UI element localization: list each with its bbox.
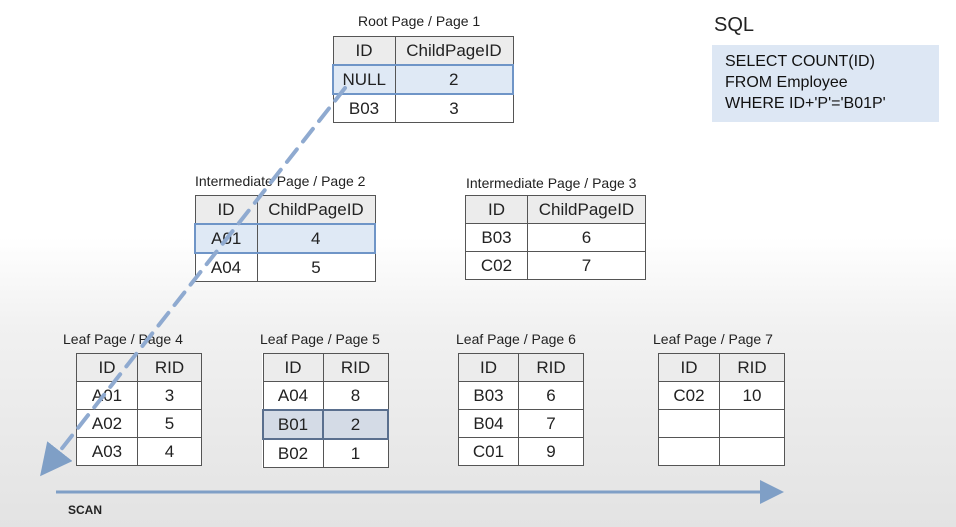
- table-row: A01 3: [76, 381, 202, 410]
- table-row: A03 4: [76, 437, 202, 466]
- table-row: C02 7: [465, 251, 646, 280]
- leaf-page-7-caption: Leaf Page / Page 7: [653, 331, 773, 347]
- table-cell: B03: [465, 223, 528, 252]
- table-cell: NULL: [332, 64, 396, 95]
- table-row: A04 8: [262, 381, 389, 411]
- sql-line: FROM Employee: [725, 74, 848, 91]
- leaf-page-6-caption: Leaf Page / Page 6: [456, 331, 576, 347]
- table-cell: C02: [658, 381, 720, 410]
- table-cell: B01: [262, 409, 324, 440]
- leaf-page-4-table: ID RID A01 3 A02 5 A03 4: [76, 353, 202, 466]
- table-header-row: ID ChildPageID: [332, 36, 514, 66]
- table-cell: [719, 409, 785, 438]
- table-cell: A01: [194, 223, 258, 254]
- table-cell: 4: [137, 437, 202, 466]
- table-cell: B04: [458, 409, 519, 438]
- table-row: C01 9: [458, 437, 584, 466]
- table-cell: A01: [76, 381, 138, 410]
- table-cell: B02: [262, 438, 324, 468]
- column-header: ID: [76, 353, 138, 382]
- table-cell: C02: [465, 251, 528, 280]
- column-header: ID: [458, 353, 519, 382]
- table-cell: B03: [332, 93, 396, 123]
- table-cell: [658, 437, 720, 466]
- table-cell: 8: [322, 381, 389, 411]
- table-cell: C01: [458, 437, 519, 466]
- column-header: ID: [194, 195, 258, 225]
- table-cell: 5: [256, 252, 376, 282]
- table-header-row: ID RID: [262, 353, 389, 382]
- column-header: ChildPageID: [527, 195, 646, 224]
- column-header: ID: [658, 353, 720, 382]
- table-cell: B03: [458, 381, 519, 410]
- table-cell: 2: [394, 64, 514, 95]
- column-header: RID: [719, 353, 785, 382]
- root-page-table: ID ChildPageID NULL 2 B03 3: [332, 36, 514, 123]
- table-row: A01 4: [194, 223, 376, 254]
- table-cell: 9: [518, 437, 584, 466]
- sql-line: WHERE ID+'P'='B01P': [725, 95, 886, 112]
- table-cell: 6: [527, 223, 646, 252]
- table-row: B04 7: [458, 409, 584, 438]
- column-header: ID: [262, 353, 324, 382]
- column-header: ID: [332, 36, 396, 66]
- table-cell: 6: [518, 381, 584, 410]
- table-row: B02 1: [262, 438, 389, 468]
- table-cell: 3: [137, 381, 202, 410]
- intermediate-page-2-table: ID ChildPageID A01 4 A04 5: [194, 195, 376, 282]
- table-header-row: ID ChildPageID: [194, 195, 376, 225]
- leaf-page-5-table: ID RID A04 8 B01 2 B02 1: [262, 353, 389, 468]
- leaf-page-5-caption: Leaf Page / Page 5: [260, 331, 380, 347]
- table-cell: 5: [137, 409, 202, 438]
- table-cell: 4: [256, 223, 376, 254]
- table-row: B03 6: [458, 381, 584, 410]
- column-header: RID: [137, 353, 202, 382]
- table-row: [658, 409, 785, 438]
- table-cell: 10: [719, 381, 785, 410]
- column-header: ChildPageID: [394, 36, 514, 66]
- column-header: RID: [518, 353, 584, 382]
- table-header-row: ID RID: [658, 353, 785, 382]
- table-cell: 3: [394, 93, 514, 123]
- column-header: ChildPageID: [256, 195, 376, 225]
- table-cell: A04: [262, 381, 324, 411]
- table-header-row: ID ChildPageID: [465, 195, 646, 224]
- table-row: B03 3: [332, 93, 514, 123]
- table-cell: 7: [527, 251, 646, 280]
- table-row: C02 10: [658, 381, 785, 410]
- table-row: A04 5: [194, 252, 376, 282]
- table-cell: [658, 409, 720, 438]
- sql-title: SQL: [714, 14, 755, 36]
- root-page-caption: Root Page / Page 1: [358, 13, 481, 29]
- table-cell: 1: [322, 438, 389, 468]
- column-header: RID: [322, 353, 389, 382]
- table-header-row: ID RID: [76, 353, 202, 382]
- table-cell: A02: [76, 409, 138, 438]
- table-cell: 2: [322, 409, 389, 440]
- table-row: B03 6: [465, 223, 646, 252]
- table-cell: [719, 437, 785, 466]
- sql-query-box: SELECT COUNT(ID) FROM Employee WHERE ID+…: [712, 45, 939, 122]
- table-row: [658, 437, 785, 466]
- leaf-page-6-table: ID RID B03 6 B04 7 C01 9: [458, 353, 584, 466]
- intermediate-page-2-caption: Intermediate Page / Page 2: [195, 173, 366, 189]
- table-row: B01 2: [262, 409, 389, 440]
- table-cell: A04: [194, 252, 258, 282]
- table-cell: 7: [518, 409, 584, 438]
- table-cell: A03: [76, 437, 138, 466]
- scan-label: SCAN: [68, 503, 103, 517]
- leaf-page-7-table: ID RID C02 10: [658, 353, 785, 466]
- intermediate-page-3-table: ID ChildPageID B03 6 C02 7: [465, 195, 646, 280]
- table-row: A02 5: [76, 409, 202, 438]
- leaf-page-4-caption: Leaf Page / Page 4: [63, 331, 183, 347]
- sql-line: SELECT COUNT(ID): [725, 53, 875, 70]
- column-header: ID: [465, 195, 528, 224]
- intermediate-page-3-caption: Intermediate Page / Page 3: [466, 175, 637, 191]
- table-header-row: ID RID: [458, 353, 584, 382]
- table-row: NULL 2: [332, 64, 514, 95]
